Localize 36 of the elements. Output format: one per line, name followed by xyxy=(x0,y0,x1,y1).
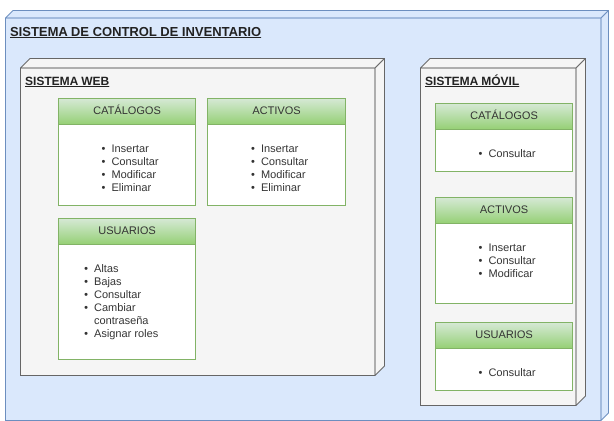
card-header: CATÁLOGOS xyxy=(436,104,572,130)
card-header: ACTIVOS xyxy=(208,99,345,125)
list-item: • Insertar xyxy=(100,143,150,156)
list-item: • Consultar xyxy=(83,289,142,302)
list-item: • Altas xyxy=(83,263,120,276)
card-header: CATÁLOGOS xyxy=(59,99,195,125)
system-block xyxy=(5,10,609,421)
list-item: • Cambiar contraseña xyxy=(83,302,150,328)
list-item: • Bajas xyxy=(83,276,123,289)
list-item: • Consultar xyxy=(100,156,159,169)
list-item: • Insertar xyxy=(478,242,527,255)
module-card xyxy=(435,197,573,304)
list-item: • Modificar xyxy=(478,268,534,281)
list-item: • Consultar xyxy=(478,255,536,268)
list-item: • Modificar xyxy=(250,169,307,182)
system-title: SISTEMA MÓVIL xyxy=(425,73,520,90)
card-header: USUARIOS xyxy=(436,323,572,349)
card-header: ACTIVOS xyxy=(436,198,572,224)
module-card xyxy=(435,322,573,391)
list-item: • Asignar roles xyxy=(83,328,160,341)
system-title: SISTEMA DE CONTROL DE INVENTARIO xyxy=(10,23,262,41)
system-block xyxy=(420,58,586,406)
list-item: • Insertar xyxy=(250,143,300,156)
card-header: USUARIOS xyxy=(59,219,195,245)
list-item: • Consultar xyxy=(250,156,308,169)
list-item: • Modificar xyxy=(100,169,158,182)
module-card xyxy=(435,103,573,172)
module-card xyxy=(58,98,196,206)
list-item: • Eliminar xyxy=(250,182,302,195)
system-block xyxy=(20,58,385,376)
module-card xyxy=(207,98,346,206)
system-title: SISTEMA WEB xyxy=(25,73,110,90)
list-item: • Consultar xyxy=(478,367,536,380)
module-card xyxy=(58,218,196,360)
list-item: • Consultar xyxy=(478,148,536,161)
list-item: • Eliminar xyxy=(100,182,152,195)
